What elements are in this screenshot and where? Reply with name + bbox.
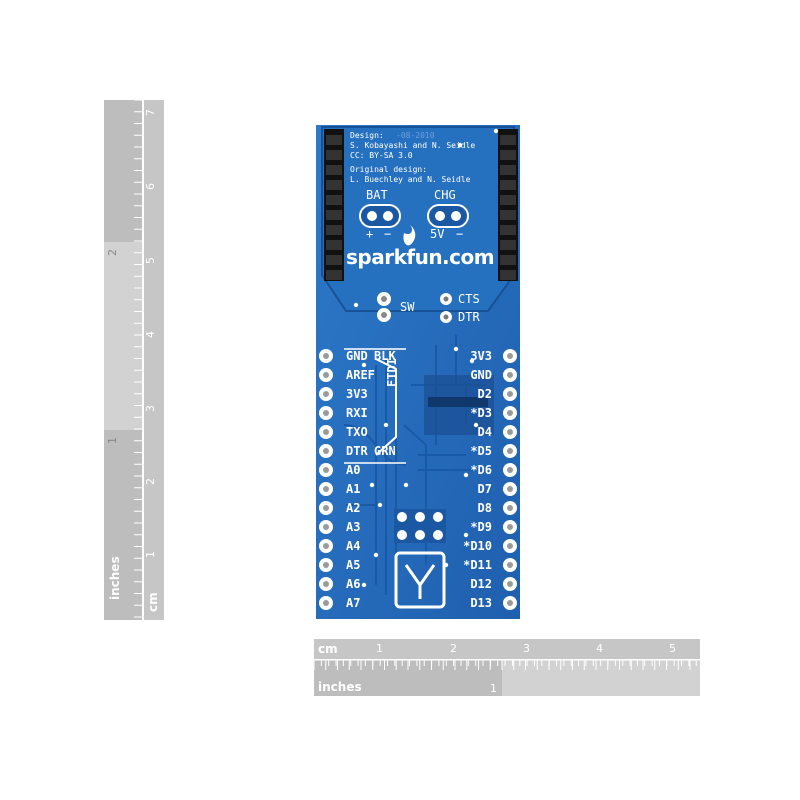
hruler-cm-4: 4 — [596, 642, 603, 655]
horizontal-ruler-cm-label: cm — [318, 642, 338, 656]
hruler-cm-3: 3 — [523, 642, 530, 655]
hruler-inch-1: 1 — [490, 682, 497, 695]
pin-label-right-1: GND — [470, 368, 492, 382]
horizontal-ruler-ticks — [314, 659, 700, 670]
hruler-cm-2: 2 — [450, 642, 457, 655]
credits-date: -08-2010 — [396, 131, 435, 140]
pin-label-right-9: *D9 — [470, 520, 492, 534]
pin-label-right-10: *D10 — [463, 539, 492, 553]
credits-original-label: Original design: — [350, 165, 428, 174]
vertical-ruler-inches-label: inches — [108, 556, 122, 600]
pin-label-right-12: D12 — [470, 577, 492, 591]
chg-minus: − — [456, 227, 464, 241]
vertical-ruler-ticks — [134, 100, 142, 618]
pin-label-left-11: A5 — [346, 558, 361, 572]
vertical-ruler-cm-label: cm — [146, 592, 160, 612]
hruler-cm-5: 5 — [669, 642, 676, 655]
hruler-cm-1: 1 — [376, 642, 383, 655]
vertical-ruler-cm-strip — [144, 100, 164, 620]
pin-label-left-1: AREF — [346, 368, 375, 382]
pin-label-blk: BLK — [374, 349, 396, 363]
sw-label: SW — [400, 300, 415, 314]
vruler-cm-2: 2 — [144, 478, 157, 485]
horizontal-ruler-inches-label: inches — [318, 680, 362, 694]
credits-design-names: S. Kobayashi and N. Seidle — [350, 141, 476, 150]
vruler-cm-6: 6 — [144, 183, 157, 190]
pin-label-right-11: *D11 — [463, 558, 492, 572]
pin-label-right-5: *D5 — [470, 444, 492, 458]
credits-license: CC: BY-SA 3.0 — [350, 151, 413, 160]
pin-label-right-6: *D6 — [470, 463, 492, 477]
pin-label-left-2: 3V3 — [346, 387, 368, 401]
horizontal-ruler-cm-strip — [314, 639, 700, 659]
pin-label-left-7: A1 — [346, 482, 361, 496]
pin-label-left-6: A0 — [346, 463, 361, 477]
credits-design-label: Design: — [350, 131, 384, 140]
bat-plus: + — [366, 227, 374, 241]
sparkfun-logo-text: sparkfun.com — [346, 245, 495, 269]
vruler-inch-2: 2 — [106, 249, 119, 256]
pin-label-right-4: D4 — [477, 425, 492, 439]
cts-label: CTS — [458, 292, 480, 306]
pin-label-left-5: DTR — [346, 444, 368, 458]
pin-label-left-9: A3 — [346, 520, 361, 534]
vruler-cm-7: 7 — [144, 109, 157, 116]
pcb-board: Design: -08-2010 S. Kobayashi and N. Sei… — [316, 125, 520, 619]
vruler-inch-1: 1 — [106, 437, 119, 444]
bat-label: BAT — [366, 188, 388, 202]
pin-label-left-12: A6 — [346, 577, 361, 591]
chg-5v: 5V — [430, 227, 445, 241]
credits-original-names: L. Buechley and N. Seidle — [350, 175, 471, 184]
pin-label-left-13: A7 — [346, 596, 361, 610]
pin-label-left-0: GND — [346, 349, 368, 363]
dtr-top-label: DTR — [458, 310, 480, 324]
pin-label-left-8: A2 — [346, 501, 361, 515]
vruler-cm-5: 5 — [144, 257, 157, 264]
chg-label: CHG — [434, 188, 456, 202]
pin-label-right-0: 3V3 — [470, 349, 492, 363]
pin-label-left-3: RXI — [346, 406, 368, 420]
pin-label-left-10: A4 — [346, 539, 361, 553]
pin-label-grn: GRN — [374, 444, 396, 458]
bat-minus: − — [384, 227, 392, 241]
pin-label-right-3: *D3 — [470, 406, 492, 420]
pin-label-right-8: D8 — [477, 501, 492, 515]
pin-label-right-7: D7 — [477, 482, 492, 496]
vruler-cm-4: 4 — [144, 331, 157, 338]
pin-label-right-2: D2 — [477, 387, 492, 401]
pin-label-left-4: TXO — [346, 425, 368, 439]
vruler-cm-1: 1 — [144, 551, 157, 558]
pcb-artwork — [316, 125, 520, 619]
pin-label-right-13: D13 — [470, 596, 492, 610]
vruler-cm-3: 3 — [144, 405, 157, 412]
